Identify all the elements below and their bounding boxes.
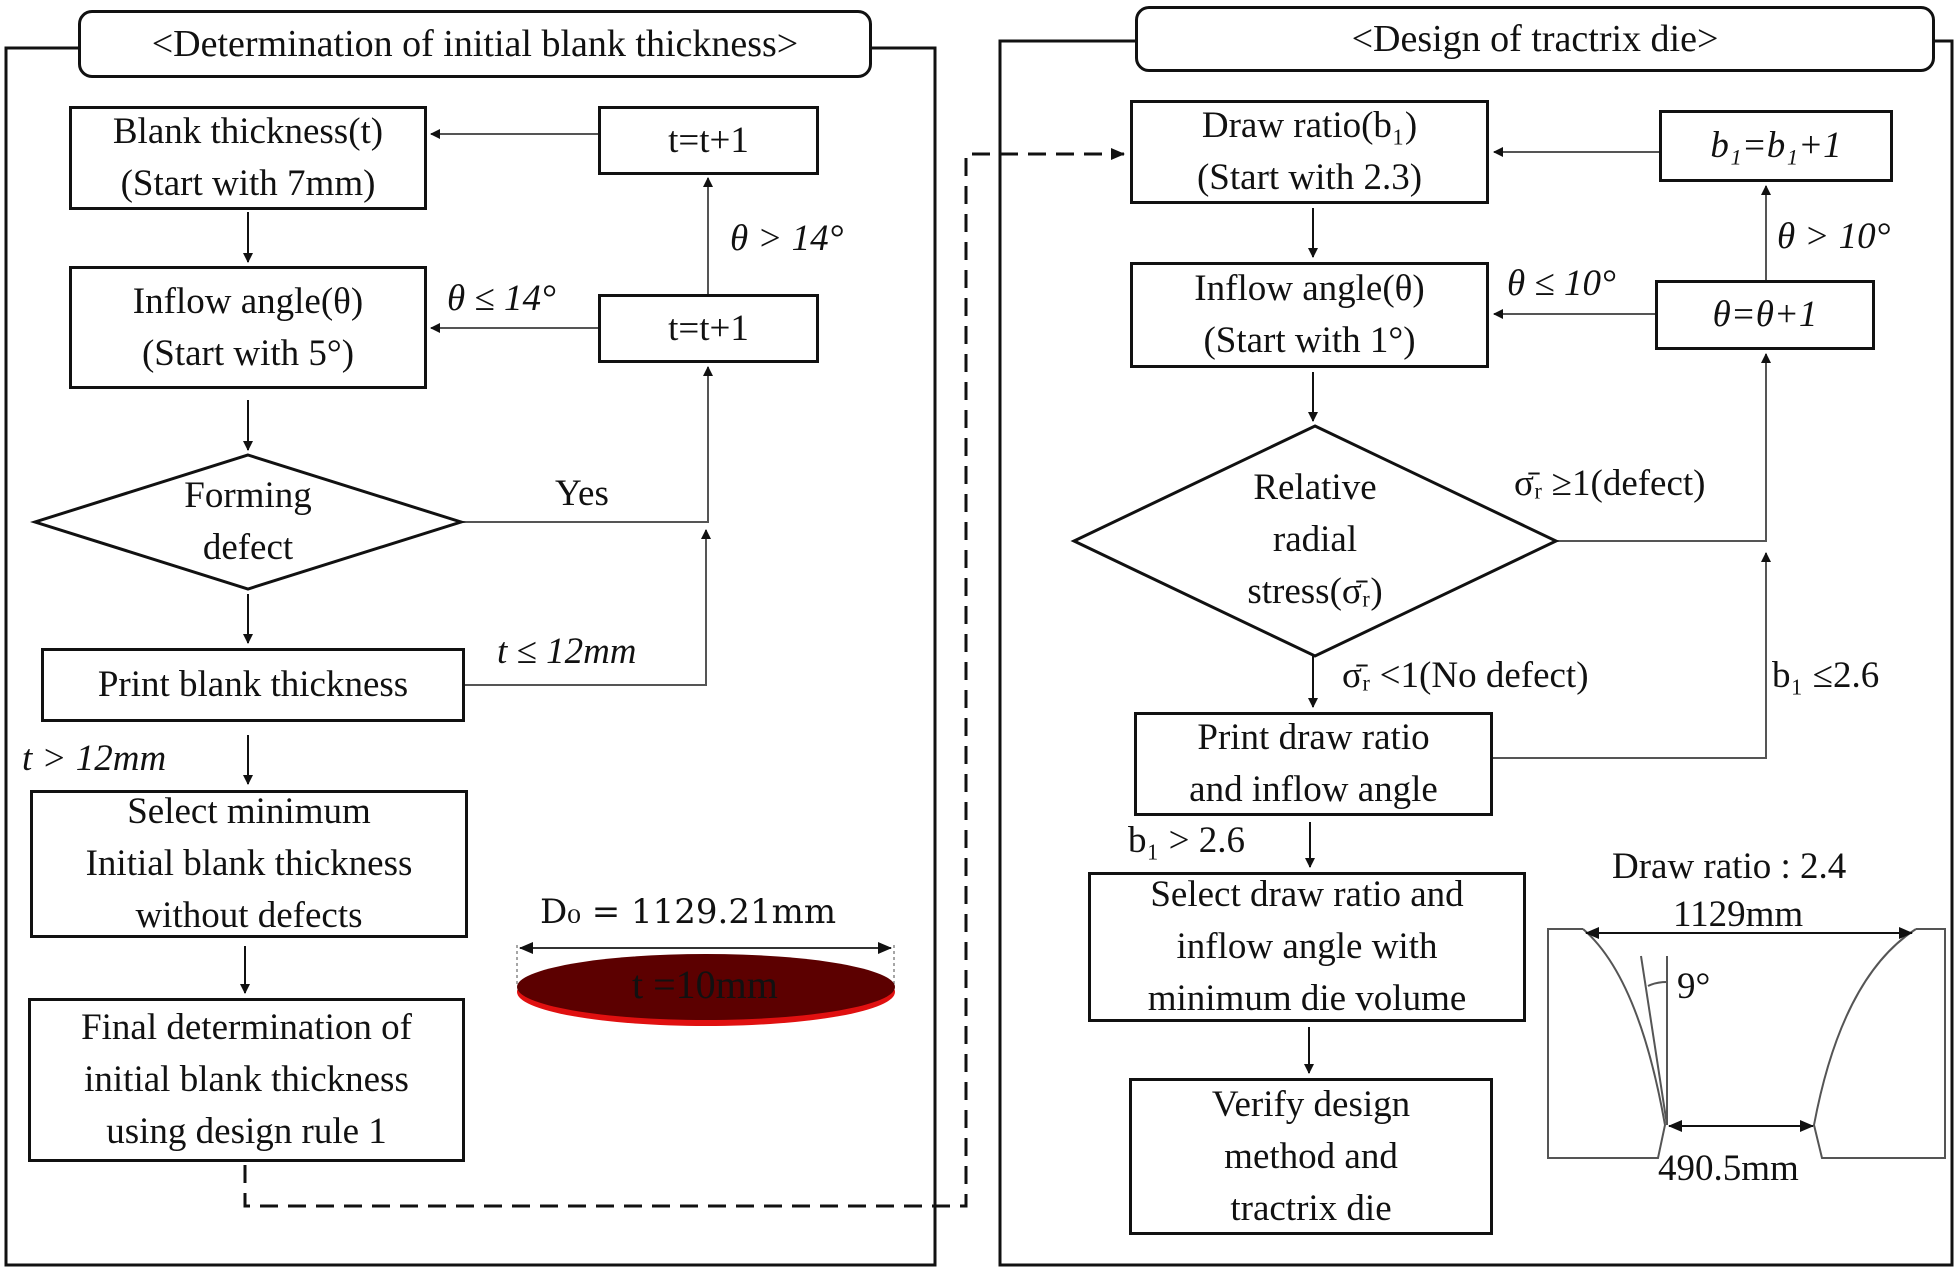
line-b-le bbox=[1493, 552, 1771, 759]
line-defect bbox=[1556, 353, 1771, 542]
b-increment-box: b₁=b₁+1 bbox=[1659, 110, 1893, 182]
blank-thickness-line2: (Start with 7mm) bbox=[120, 163, 376, 204]
label-theta-gt-14: θ > 14° bbox=[730, 218, 844, 259]
right-panel-frame bbox=[998, 39, 1954, 1267]
inflow-angle-right-box: Inflow angle(θ) (Start with 1°) bbox=[1130, 262, 1489, 368]
left-panel-frame bbox=[4, 46, 937, 1267]
draw-ratio-line1: Draw ratio(b₁) bbox=[1201, 105, 1418, 146]
verify-design-line1: Verify design bbox=[1211, 1083, 1411, 1125]
blank-thickness-line1: Blank thickness(t) bbox=[112, 111, 384, 152]
draw-ratio-box: Draw ratio(b₁) (Start with 2.3) bbox=[1130, 100, 1489, 204]
radial-stress-diamond bbox=[1070, 424, 1560, 658]
verify-design-line3: tractrix die bbox=[1230, 1187, 1392, 1229]
left-panel-title: <Determination of initial blank thicknes… bbox=[78, 10, 872, 78]
verify-design-box: Verify design method and tractrix die bbox=[1129, 1078, 1493, 1235]
die-tangent-line bbox=[1640, 955, 1668, 1126]
right-panel-title: <Design of tractrix die> bbox=[1135, 6, 1935, 72]
select-draw-ratio-line2: inflow angle with bbox=[1176, 926, 1438, 967]
final-determination-line2: initial blank thickness bbox=[84, 1059, 409, 1100]
print-blank-thickness-box: Print blank thickness bbox=[41, 648, 465, 722]
line-t-le bbox=[465, 529, 711, 686]
label-theta-le-10: θ ≤ 10° bbox=[1507, 263, 1616, 304]
label-no-defect: σ̄ᵣ <1(No defect) bbox=[1342, 655, 1589, 696]
label-t-gt-12: t > 12mm bbox=[22, 738, 167, 779]
radial-stress-line2: radial bbox=[1272, 519, 1358, 560]
dashed-connector bbox=[243, 148, 1125, 1208]
blank-thickness-box: Blank thickness(t) (Start with 7mm) bbox=[69, 106, 427, 210]
label-t-le-12: t ≤ 12mm bbox=[497, 631, 637, 672]
t-increment-mid-text: t=t+1 bbox=[668, 307, 749, 349]
left-panel-title-text: <Determination of initial blank thicknes… bbox=[151, 23, 799, 65]
die-right-half bbox=[1812, 928, 1946, 1159]
blank-thickness-label: t =10mm bbox=[632, 962, 778, 1007]
radial-stress-line3: stress(σ̄ᵣ) bbox=[1247, 571, 1383, 612]
blank-diameter-label: D₀ = 1129.21mm bbox=[540, 892, 837, 932]
forming-defect-line2: defect bbox=[202, 527, 294, 568]
label-b-le-2-6: b₁ ≤2.6 bbox=[1772, 655, 1880, 696]
inflow-angle-left-line2: (Start with 5°) bbox=[141, 332, 355, 374]
print-blank-thickness-text: Print blank thickness bbox=[97, 664, 409, 705]
print-draw-ratio-line2: and inflow angle bbox=[1189, 769, 1438, 810]
die-top-width: 1129mm bbox=[1673, 894, 1804, 935]
angle-arc bbox=[1647, 981, 1668, 987]
final-determination-line3: using design rule 1 bbox=[106, 1111, 387, 1152]
draw-ratio-line2: (Start with 2.3) bbox=[1196, 157, 1423, 198]
forming-defect-diamond bbox=[30, 453, 466, 591]
forming-defect-text: Forming defect bbox=[148, 470, 348, 574]
label-theta-gt-10: θ > 10° bbox=[1777, 216, 1891, 257]
label-yes: Yes bbox=[555, 473, 609, 514]
die-illustration bbox=[1547, 927, 1946, 1159]
theta-increment-text: θ=θ+1 bbox=[1712, 294, 1818, 335]
die-bottom-width: 490.5mm bbox=[1658, 1148, 1799, 1189]
final-determination-box: Final determination of initial blank thi… bbox=[28, 998, 465, 1162]
select-minimum-line1: Select minimum bbox=[127, 791, 371, 832]
radial-stress-text: Relative radial stress(σ̄ᵣ) bbox=[1205, 462, 1425, 618]
line-yes bbox=[461, 366, 713, 523]
radial-stress-line1: Relative bbox=[1253, 467, 1377, 508]
die-title: Draw ratio : 2.4 bbox=[1612, 846, 1847, 887]
label-b-gt-2-6: b₁ > 2.6 bbox=[1128, 820, 1246, 861]
label-defect: σ̄ᵣ ≥1(defect) bbox=[1514, 463, 1706, 504]
select-minimum-box: Select minimum Initial blank thickness w… bbox=[30, 790, 468, 938]
select-draw-ratio-box: Select draw ratio and inflow angle with … bbox=[1088, 872, 1526, 1022]
b-increment-text: b₁=b₁+1 bbox=[1710, 125, 1842, 166]
select-minimum-line2: Initial blank thickness bbox=[85, 843, 413, 884]
right-panel-title-text: <Design of tractrix die> bbox=[1351, 18, 1719, 60]
select-draw-ratio-line3: minimum die volume bbox=[1147, 978, 1467, 1019]
inflow-angle-left-line1: Inflow angle(θ) bbox=[132, 280, 364, 322]
print-draw-ratio-box: Print draw ratio and inflow angle bbox=[1134, 712, 1493, 816]
print-draw-ratio-line1: Print draw ratio bbox=[1197, 717, 1430, 758]
die-left-half bbox=[1547, 928, 1667, 1159]
t-increment-mid-box: t=t+1 bbox=[598, 294, 819, 363]
blank-illustration bbox=[516, 942, 895, 1026]
inflow-angle-left-box: Inflow angle(θ) (Start with 5°) bbox=[69, 266, 427, 389]
t-increment-top-text: t=t+1 bbox=[668, 119, 749, 161]
verify-design-line2: method and bbox=[1224, 1135, 1398, 1177]
inflow-angle-right-line2: (Start with 1°) bbox=[1203, 320, 1416, 361]
label-theta-le-14: θ ≤ 14° bbox=[447, 278, 556, 319]
die-angle: 9° bbox=[1677, 966, 1711, 1007]
theta-increment-box: θ=θ+1 bbox=[1655, 280, 1875, 350]
t-increment-top-box: t=t+1 bbox=[598, 106, 819, 175]
select-minimum-line3: without defects bbox=[135, 895, 363, 936]
blank-ellipse bbox=[517, 954, 895, 1020]
inflow-angle-right-line1: Inflow angle(θ) bbox=[1194, 268, 1425, 309]
forming-defect-line1: Forming bbox=[184, 475, 312, 516]
final-determination-line1: Final determination of bbox=[81, 1007, 412, 1048]
select-draw-ratio-line1: Select draw ratio and bbox=[1150, 874, 1464, 915]
